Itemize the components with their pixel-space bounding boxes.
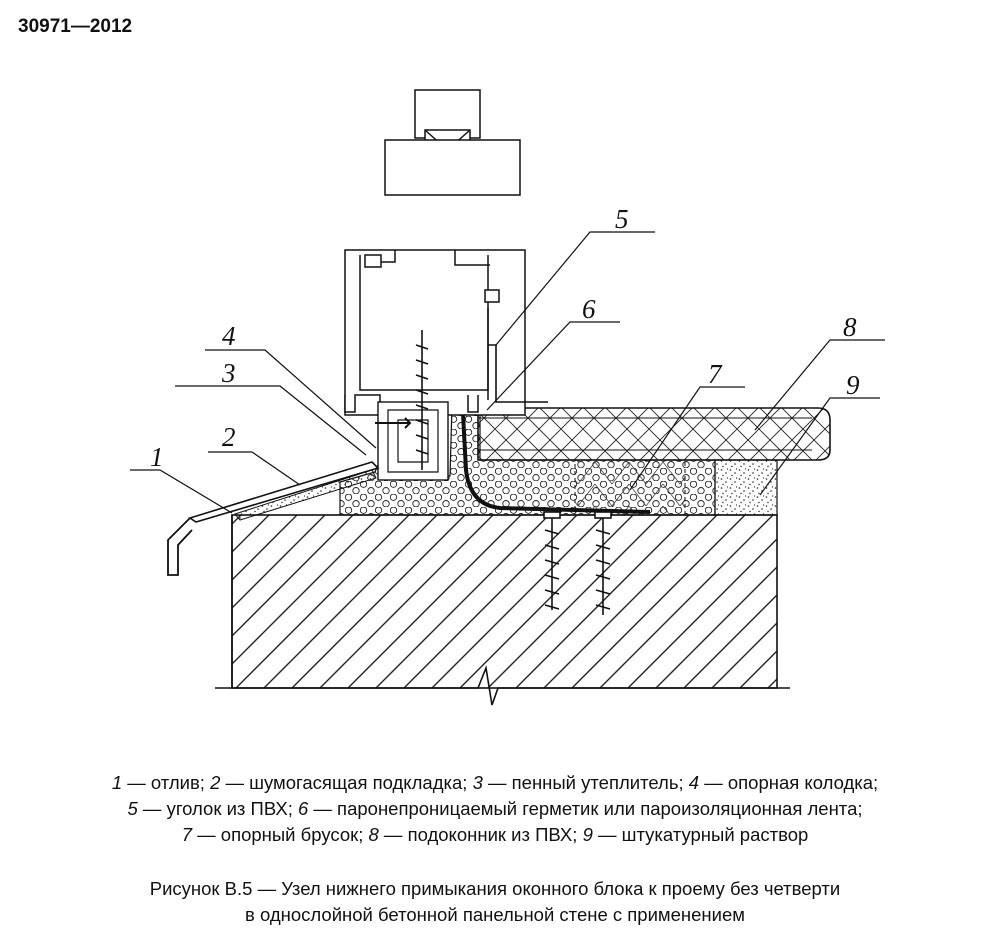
legend-num: 3 (472, 772, 483, 793)
legend-num: 2 (210, 772, 221, 793)
vapour-barrier-tape (460, 394, 651, 514)
figure-caption: Рисунок В.5 — Узел нижнего примыкания ок… (0, 876, 990, 928)
noise-damping-pad (234, 469, 377, 521)
plaster-mortar (714, 459, 778, 516)
legend-num: 7 (181, 824, 192, 845)
window-frame-profile (344, 89, 526, 416)
concrete-wall-panel (215, 514, 790, 706)
figure-legend: 1 — отлив; 2 — шумогасящая подкладка; 3 … (0, 770, 990, 848)
callout-2: 2 (222, 422, 236, 452)
legend-num: 8 (368, 824, 379, 845)
legend-text: — шумогасящая подкладка; (220, 772, 473, 793)
legend-num: 5 (127, 798, 138, 819)
legend-text: — подоконник из ПВХ; (378, 824, 583, 845)
leader-lines (130, 231, 885, 514)
legend-line-2: 5 — уголок из ПВХ; 6 — паронепроницаемый… (0, 796, 990, 822)
pvc-corner-angle (488, 344, 548, 403)
callout-9: 9 (846, 370, 860, 400)
frame-screw (415, 330, 429, 470)
standard-number: 30971—2012 (18, 16, 133, 37)
legend-text: — штукатурный раствор (592, 824, 809, 845)
callout-7: 7 (708, 359, 723, 389)
legend-num: 1 (111, 772, 123, 793)
legend-text: — уголок из ПВХ; (137, 798, 298, 819)
pvc-window-sill (477, 407, 831, 461)
caption-line-1: Рисунок В.5 — Узел нижнего примыкания ок… (149, 878, 841, 899)
window-sill-junction-drawing: 1 2 3 4 5 6 7 8 9 (130, 89, 885, 706)
anchor-screws (543, 511, 612, 615)
legend-num: 6 (297, 798, 309, 819)
callout-1: 1 (150, 442, 164, 472)
legend-line-3: 7 — опорный брусок; 8 — подоконник из ПВ… (0, 822, 990, 848)
support-bar (574, 459, 686, 516)
callout-6: 6 (582, 294, 596, 324)
legend-num: 4 (688, 772, 700, 793)
callout-4: 4 (222, 321, 236, 351)
legend-text: — пенный утеплитель; (482, 772, 689, 793)
sill-flashing (167, 461, 380, 576)
legend-num: 9 (582, 824, 593, 845)
support-block (377, 401, 449, 481)
callout-3: 3 (221, 358, 236, 388)
legend-line-1: 1 — отлив; 2 — шумогасящая подкладка; 3 … (0, 770, 990, 796)
callout-8: 8 (843, 312, 857, 342)
caption-line-2: в однослойной бетонной панельной стене с… (245, 904, 745, 925)
legend-text: — опорная колодка; (699, 772, 879, 793)
legend-text: — отлив; (122, 772, 211, 793)
callout-5: 5 (615, 204, 629, 234)
legend-text: — паронепроницаемый герметик или пароизо… (308, 798, 863, 819)
legend-text: — опорный брусок; (192, 824, 369, 845)
